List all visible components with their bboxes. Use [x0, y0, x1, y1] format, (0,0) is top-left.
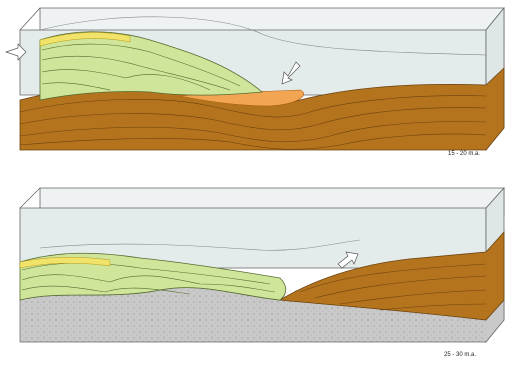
bottom-age-label: 25 - 30 m.a.: [444, 352, 476, 358]
top-block-diagram: [6, 8, 504, 150]
top-age-label: 15 - 20 m.a.: [448, 151, 480, 157]
bottom-block-diagram: [20, 188, 504, 342]
